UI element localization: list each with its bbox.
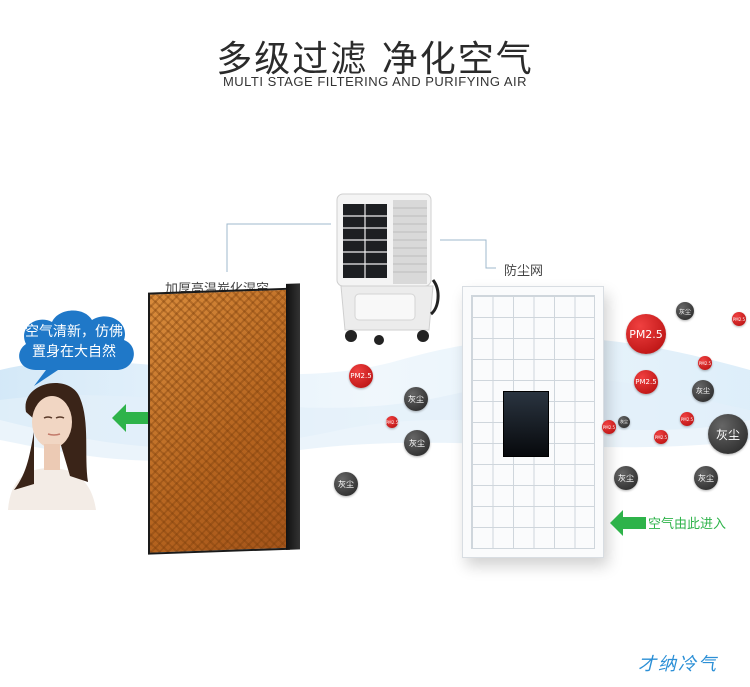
particle-pm25: PM2.5 <box>349 364 373 388</box>
particle-pm25: PM2.5 <box>386 416 398 428</box>
speech-text: 空气清新，仿佛 置身在大自然 <box>20 322 128 362</box>
particle-pm25: PM2.5 <box>626 314 666 354</box>
cooling-pad-side <box>286 283 300 550</box>
page-title: 多级过滤 净化空气 <box>216 39 534 80</box>
particle-pm25: PM2.5 <box>732 312 746 326</box>
woman-photo <box>8 383 96 510</box>
particle-dust: 灰尘 <box>334 472 358 496</box>
particle-dust: 灰尘 <box>618 416 630 428</box>
particle-dust: 灰尘 <box>708 414 748 454</box>
particle-dust: 灰尘 <box>694 466 718 490</box>
particle-pm25: PM2.5 <box>654 430 668 444</box>
speech-line-1: 空气清新，仿佛 <box>25 324 123 340</box>
particle-dust: 灰尘 <box>404 430 430 456</box>
cooling-pad-front <box>148 287 290 555</box>
brand-logo: 才纳冷气 <box>638 654 718 675</box>
page-subtitle: MULTI STAGE FILTERING AND PURIFYING AIR <box>222 74 528 89</box>
cooling-pad <box>148 283 300 555</box>
particle-dust: 灰尘 <box>404 387 428 411</box>
particle-pm25: PM2.5 <box>602 420 616 434</box>
air-cooler-image <box>336 193 440 345</box>
particle-dust: 灰尘 <box>676 302 694 320</box>
speech-line-2: 置身在大自然 <box>32 344 116 360</box>
airflow-in-arrow-icon <box>610 510 646 536</box>
particle-pm25: PM2.5 <box>698 356 712 370</box>
dust-filter-center <box>503 391 549 457</box>
air-enters-label: 空气由此进入 <box>648 517 727 532</box>
particle-dust: 灰尘 <box>614 466 638 490</box>
particle-pm25: PM2.5 <box>680 412 694 426</box>
dust-filter-label: 防尘网 <box>504 264 544 279</box>
particle-pm25: PM2.5 <box>634 370 658 394</box>
speech-cloud <box>19 310 134 386</box>
dust-filter <box>462 286 604 558</box>
airflow-out-arrow-icon <box>112 404 148 432</box>
particle-dust: 灰尘 <box>692 380 714 402</box>
